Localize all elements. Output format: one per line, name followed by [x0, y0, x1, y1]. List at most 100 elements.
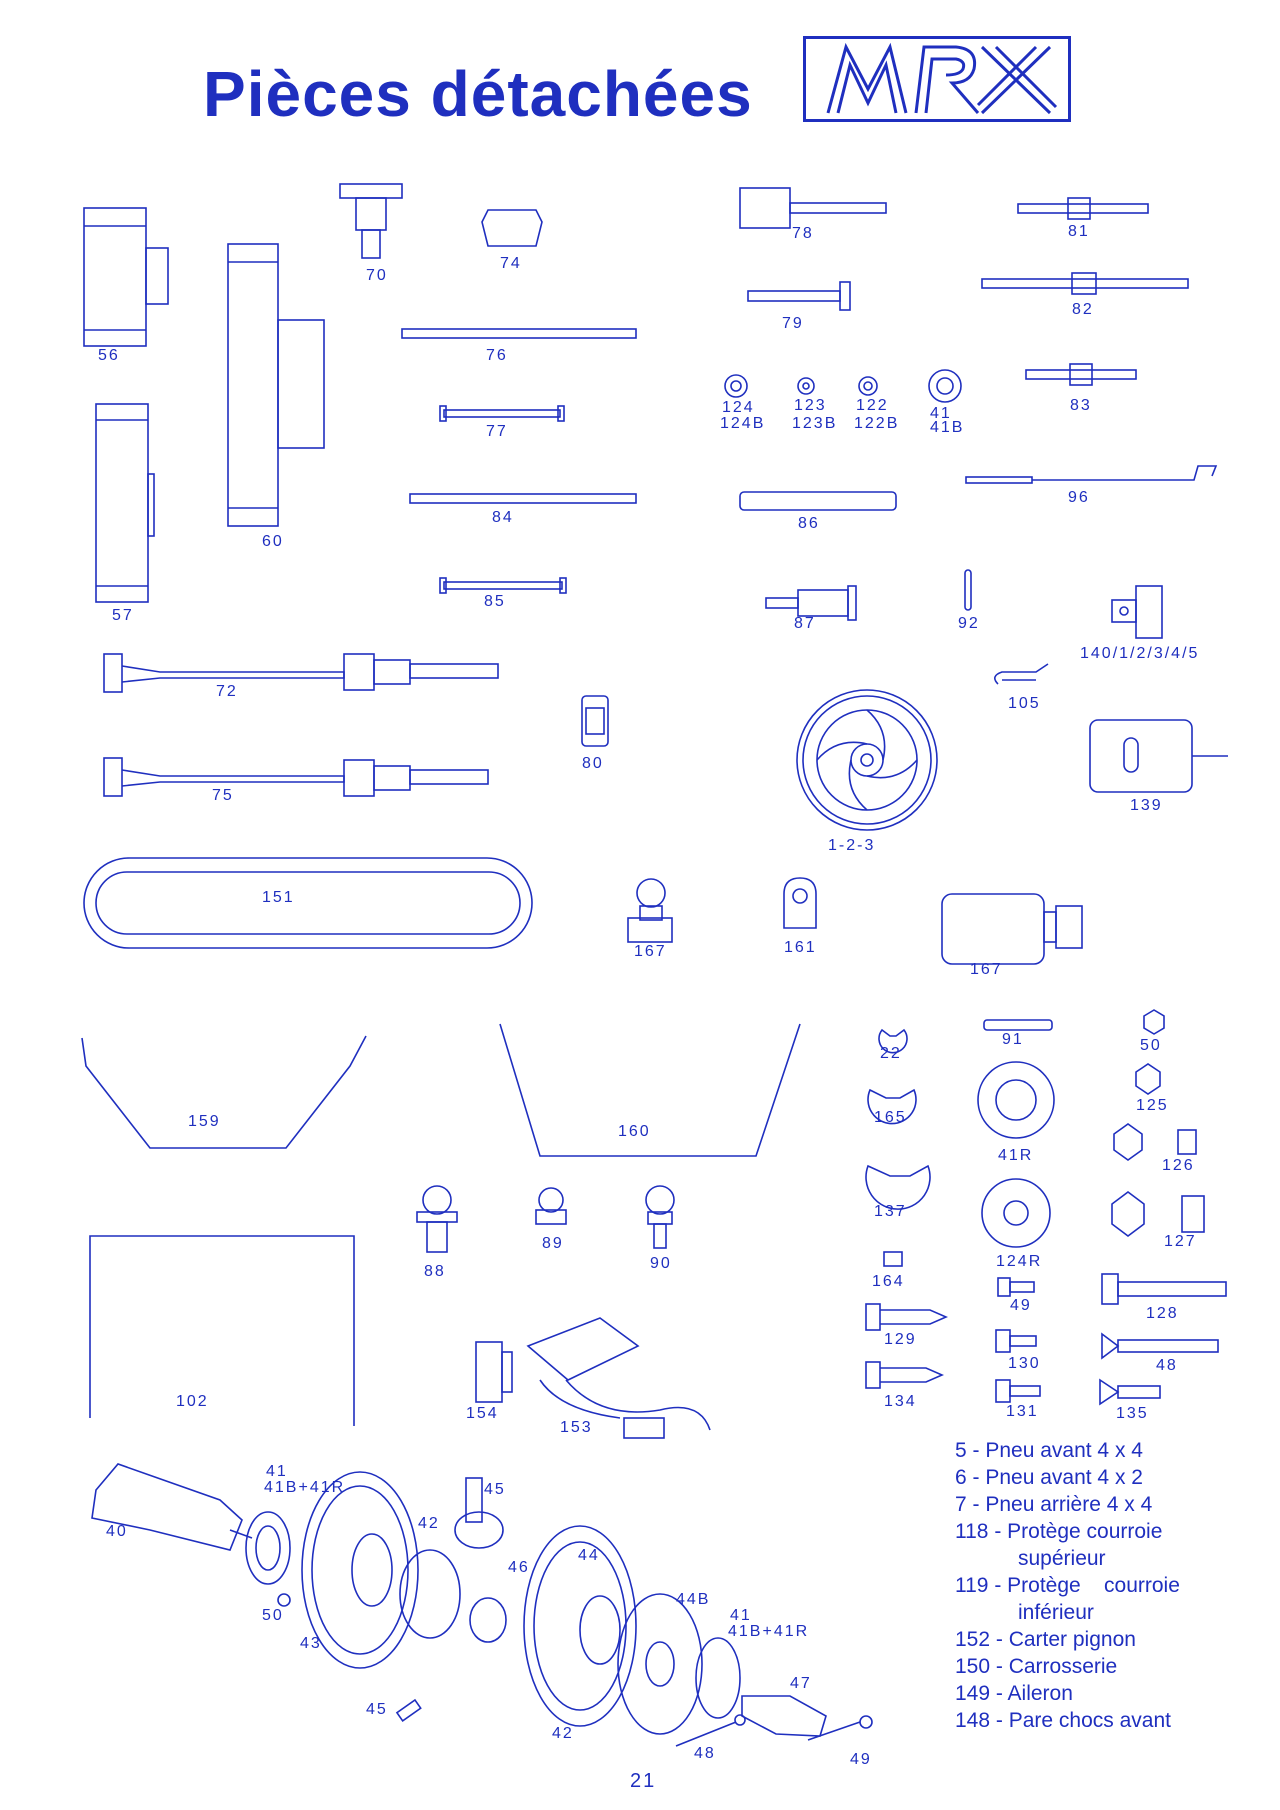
part-label-126: 126	[1162, 1157, 1195, 1174]
part-label-d41: 41	[266, 1463, 288, 1480]
part-151-drawing	[83, 857, 533, 949]
differential-exploded-drawing	[91, 1463, 873, 1747]
part-label-123B: 123B	[792, 415, 838, 432]
part-label-22: 22	[880, 1045, 902, 1062]
part-label-d50: 50	[262, 1607, 284, 1624]
legend: 5 - Pneu avant 4 x 4 6 - Pneu avant 4 x …	[955, 1437, 1275, 1734]
part-81-drawing	[1017, 197, 1149, 220]
legend-item: 6 - Pneu avant 4 x 2	[955, 1466, 1143, 1489]
part-75-drawing	[103, 757, 489, 797]
part-label-56: 56	[98, 347, 120, 364]
part-label-91: 91	[1002, 1031, 1024, 1048]
part-label-d46: 46	[508, 1559, 530, 1576]
part-label-139: 139	[1130, 797, 1163, 814]
part-label-127: 127	[1164, 1233, 1197, 1250]
part-154-drawing	[475, 1341, 513, 1403]
part-102-drawing	[89, 1235, 355, 1426]
part-78-drawing	[739, 187, 887, 229]
part-label-124R: 124R	[996, 1253, 1043, 1270]
washers-124-123-122-41-drawing	[724, 369, 962, 403]
legend-item: 118 - Protège courroie	[955, 1520, 1163, 1543]
part-60-drawing	[227, 243, 325, 527]
part-80-drawing	[581, 695, 609, 747]
washers-41R-124R-drawing	[977, 1061, 1055, 1248]
part-label-82: 82	[1072, 301, 1094, 318]
part-label-125: 125	[1136, 1097, 1169, 1114]
part-label-122B: 122B	[854, 415, 900, 432]
part-label-83: 83	[1070, 397, 1092, 414]
part-label-90: 90	[650, 1255, 672, 1272]
part-label-d41Bb: 41B+41R	[728, 1623, 810, 1640]
part-label-160: 160	[618, 1123, 651, 1140]
part-label-78: 78	[792, 225, 814, 242]
part-167-ball-drawing	[627, 878, 673, 943]
part-164-drawing	[883, 1251, 903, 1267]
part-label-76: 76	[486, 347, 508, 364]
part-label-75: 75	[212, 787, 234, 804]
screws-49-130-131-drawing	[995, 1277, 1041, 1403]
nuts-50-125-126-127-drawing	[1111, 1009, 1205, 1237]
part-label-d49: 49	[850, 1751, 872, 1768]
part-label-77: 77	[486, 423, 508, 440]
part-label-129: 129	[884, 1331, 917, 1348]
part-label-d47: 47	[790, 1675, 812, 1692]
part-label-134: 134	[884, 1393, 917, 1410]
part-label-72: 72	[216, 683, 238, 700]
part-153-drawing	[526, 1317, 711, 1439]
legend-item: 148 - Pare chocs avant	[955, 1709, 1171, 1732]
bolts-128-48-135-drawing	[1099, 1273, 1227, 1406]
part-label-96: 96	[1068, 489, 1090, 506]
part-label-84: 84	[492, 509, 514, 526]
part-label-41B: 41B	[930, 419, 965, 436]
part-label-d44: 44	[578, 1547, 600, 1564]
part-label-151: 151	[262, 889, 295, 906]
ball-studs-88-89-90-drawing	[416, 1185, 675, 1253]
part-label-d40: 40	[106, 1523, 128, 1540]
legend-item: 152 - Carter pignon	[955, 1628, 1136, 1651]
part-167-bottle-drawing	[941, 893, 1083, 965]
part-79-drawing	[747, 281, 851, 311]
part-70-drawing	[339, 183, 403, 259]
part-label-80: 80	[582, 755, 604, 772]
part-label-88: 88	[424, 1263, 446, 1280]
part-label-124B: 124B	[720, 415, 766, 432]
part-56-drawing	[83, 207, 169, 347]
part-140-drawing	[1111, 585, 1163, 639]
part-label-167b: 167	[970, 961, 1003, 978]
part-label-167a: 167	[634, 943, 667, 960]
part-label-105: 105	[1008, 695, 1041, 712]
legend-item: 7 - Pneu arrière 4 x 4	[955, 1493, 1153, 1516]
part-label-130: 130	[1008, 1355, 1041, 1372]
part-label-85: 85	[484, 593, 506, 610]
part-label-164: 164	[872, 1273, 905, 1290]
part-label-d42b: 42	[552, 1725, 574, 1742]
mrx-logo	[803, 36, 1071, 122]
part-83-drawing	[1025, 363, 1137, 386]
part-label-60: 60	[262, 533, 284, 550]
part-76-drawing	[401, 328, 637, 339]
clips-22-165-137-drawing	[865, 1028, 931, 1210]
part-96-drawing	[965, 465, 1218, 484]
legend-item-continuation: inférieur	[1018, 1601, 1094, 1624]
part-label-135: 135	[1116, 1405, 1149, 1422]
legend-item: 5 - Pneu avant 4 x 4	[955, 1439, 1143, 1462]
part-label-153: 153	[560, 1419, 593, 1436]
part-label-79: 79	[782, 315, 804, 332]
part-84-drawing	[409, 493, 637, 504]
part-label-87: 87	[794, 615, 816, 632]
page-title: Pièces détachées	[203, 58, 753, 130]
part-label-49: 49	[1010, 1297, 1032, 1314]
part-label-154: 154	[466, 1405, 499, 1422]
part-label-137: 137	[874, 1203, 907, 1220]
part-label-86: 86	[798, 515, 820, 532]
page-number: 21	[630, 1770, 657, 1792]
part-label-122: 122	[856, 397, 889, 414]
legend-item: 119 - Protège courroie	[955, 1574, 1180, 1597]
legend-item-continuation: supérieur	[1018, 1547, 1106, 1570]
part-label-d45: 45	[484, 1481, 506, 1498]
part-label-159: 159	[188, 1113, 221, 1130]
part-label-50: 50	[1140, 1037, 1162, 1054]
part-label-128: 128	[1146, 1305, 1179, 1322]
part-159-drawing	[81, 1035, 367, 1149]
